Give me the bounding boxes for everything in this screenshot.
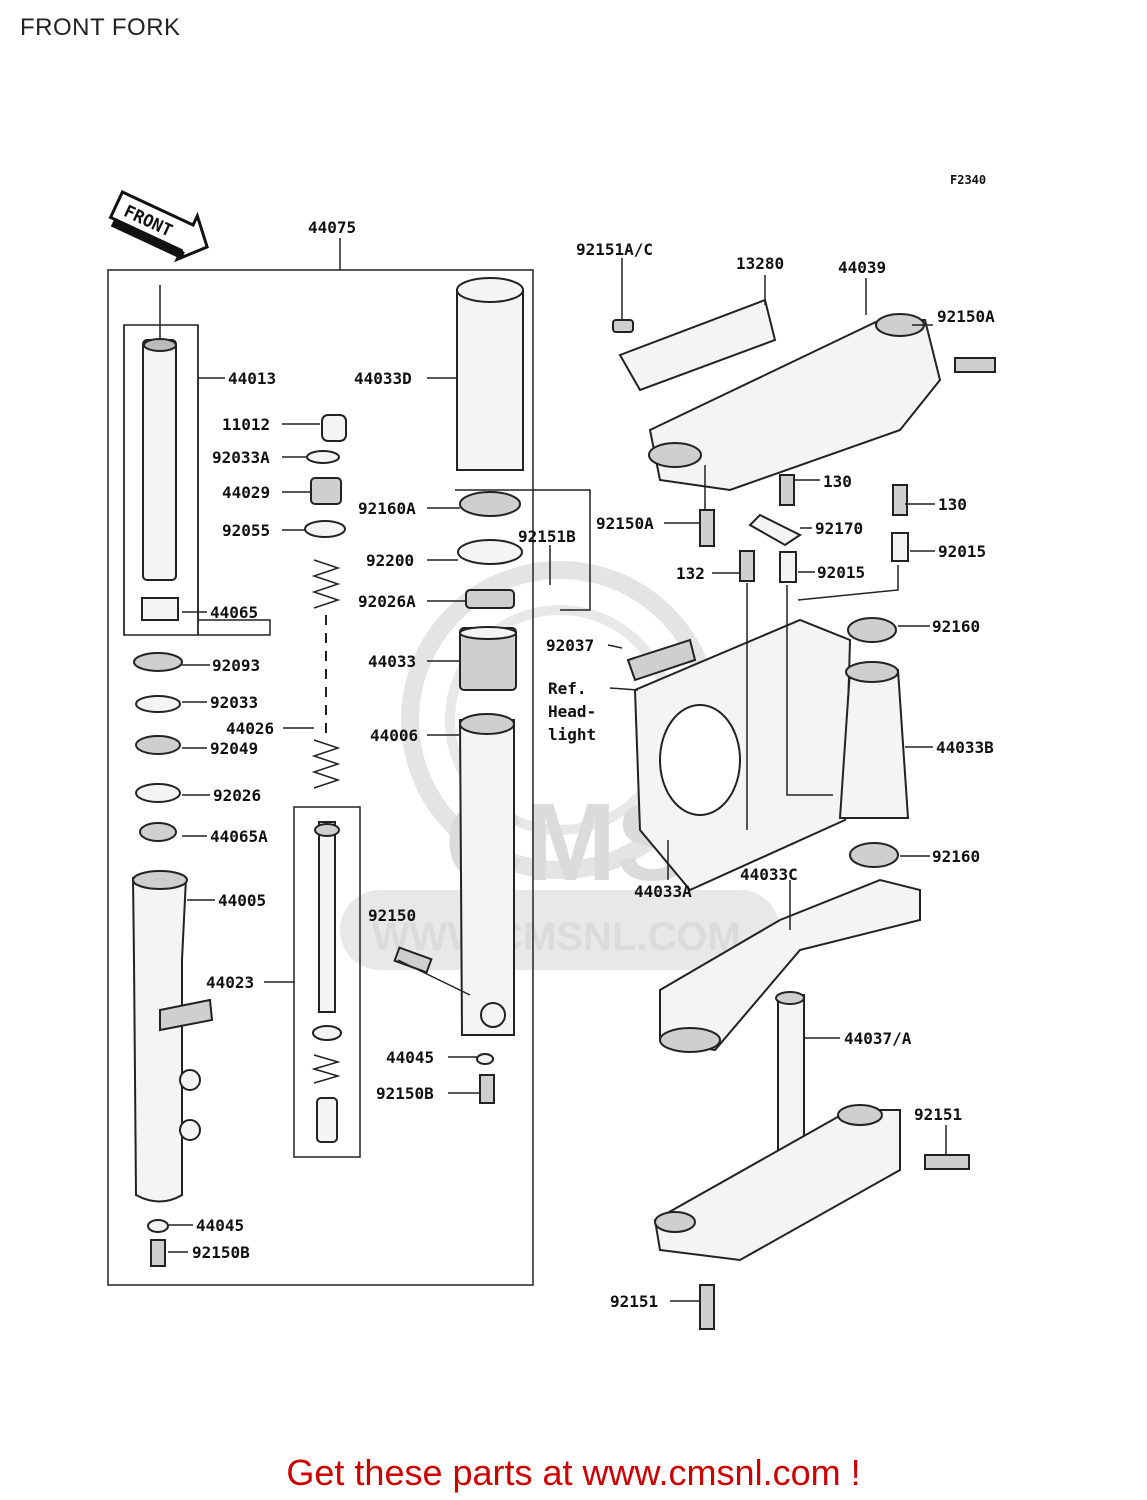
callout-44037a: 44037/A [844,1029,912,1048]
callout-light: light [548,725,596,744]
leader-lines [168,258,947,1302]
callout-92015-a: 92015 [817,563,865,582]
callout-44045-left: 44045 [196,1216,244,1235]
callout-92049: 92049 [210,739,258,758]
callout-44005: 44005 [218,891,266,910]
callout-92151-right: 92151 [914,1105,962,1124]
page-title: FRONT FORK [20,14,181,41]
figure-code: F2340 [950,173,986,187]
callout-11012: 11012 [222,415,270,434]
callout-44065: 44065 [210,603,258,622]
callout-92150a-right: 92150A [937,307,995,326]
footer-promo-text[interactable]: Get these parts at www.cmsnl.com ! [286,1452,861,1493]
callout-130-a: 130 [823,472,852,491]
callout-92151b: 92151B [518,527,576,546]
callout-92151-bottom: 92151 [610,1292,658,1311]
upper-bracket-parts [612,298,996,583]
center-parts [304,414,347,1143]
callout-13280: 13280 [736,254,784,273]
callout-92200: 92200 [366,551,414,570]
callout-44033d: 44033D [354,369,412,388]
callout-44033: 44033 [368,652,416,671]
front-direction-arrow: FRONT [108,190,209,263]
callout-92026: 92026 [213,786,261,805]
callout-44065a: 44065A [210,827,268,846]
callout-92160-bottom: 92160 [932,847,980,866]
callout-44039: 44039 [838,258,886,277]
callout-92026a: 92026A [358,592,416,611]
front-fork-exploded-diagram: CMS WWW.CMSNL.COM F2340 FRONT [107,173,996,1330]
left-parts [131,285,214,1267]
callout-92151ac: 92151A/C [576,240,653,259]
callout-92160-top: 92160 [932,617,980,636]
callout-92033: 92033 [210,693,258,712]
callout-44006: 44006 [370,726,418,745]
callout-92150b-center: 92150B [376,1084,434,1103]
callout-44033c: 44033C [740,865,798,884]
callout-92170: 92170 [815,519,863,538]
callout-132: 132 [676,564,705,583]
callout-92055: 92055 [222,521,270,540]
callout-ref: Ref. [548,679,587,698]
fork-tube-parts [393,277,524,1104]
headlight-bracket [626,618,852,892]
callout-44029: 44029 [222,483,270,502]
callout-92015-b: 92015 [938,542,986,561]
callout-92150: 92150 [368,906,416,925]
callout-92033a: 92033A [212,448,270,467]
callout-92160a: 92160A [358,499,416,518]
callout-44045-center: 44045 [386,1048,434,1067]
callout-head: Head- [548,702,596,721]
callout-44033a: 44033A [634,882,692,901]
callout-44023: 44023 [206,973,254,992]
watermark-url: WWW.CMSNL.COM [372,915,741,959]
callout-44026: 44026 [226,719,274,738]
callout-92150b-left: 92150B [192,1243,250,1262]
callout-92093: 92093 [212,656,260,675]
callout-92037: 92037 [546,636,594,655]
right-cover-parts [653,617,970,1330]
callout-44013: 44013 [228,369,276,388]
part-callouts: 44075 44013 44033D 11012 92033A 44029 92… [192,218,995,1311]
callout-44033b: 44033B [936,738,994,757]
callout-44075: 44075 [308,218,356,237]
callout-130-b: 130 [938,495,967,514]
callout-92150a-left: 92150A [596,514,654,533]
